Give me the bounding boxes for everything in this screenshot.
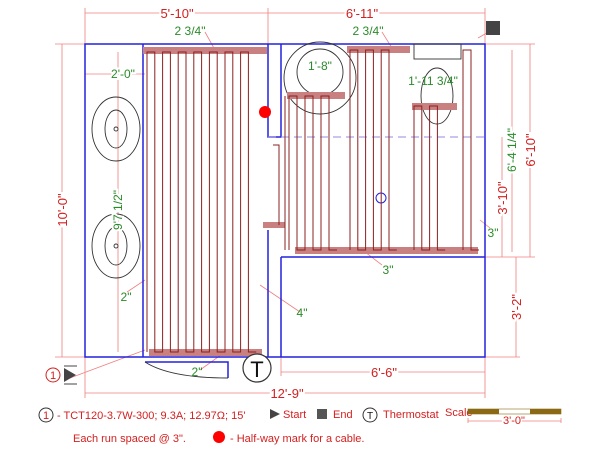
cable-run-right-b	[349, 49, 397, 251]
cable-end-bars	[143, 46, 478, 356]
sink-upper	[91, 96, 141, 162]
dim-right-bottom-gap: 3"	[383, 263, 394, 277]
dim-vanity-length: 9'7 1/2"	[111, 190, 125, 230]
dim-vanity-width: 2'-0"	[111, 67, 135, 81]
legend-cable-spec: - TCT120-3.7W-300; 9.3A; 12.97Ω; 15'	[57, 410, 245, 422]
bathtub-basin	[283, 41, 357, 115]
cable-run-center	[273, 96, 290, 250]
dim-left-side-gap: 2"	[121, 290, 132, 304]
spacing-note: Each run spaced @ 3".	[73, 433, 186, 445]
dim-left-width: 5'-10"	[160, 6, 194, 21]
cable-run-right-c	[413, 105, 446, 251]
dim-total-height: 10'-0"	[55, 193, 70, 227]
dim-right-width: 6'-11"	[346, 6, 379, 21]
halfway-mark-icon	[259, 106, 271, 118]
dim-toilet-clear: 1'-11 3/4"	[408, 74, 458, 88]
dim-right-top-gap: 2 3/4"	[353, 24, 384, 38]
dim-left-bottom-gap: 2"	[192, 365, 203, 379]
thermostat-symbol: T	[250, 357, 263, 382]
sink-lower	[91, 213, 141, 279]
dim-lower-right-height: 3'-2"	[509, 294, 524, 320]
dim-right-side-gap: 3"	[488, 226, 499, 240]
dim-left-top-gap: 2 3/4"	[175, 24, 206, 38]
cable-run-right-d	[462, 49, 479, 251]
dim-total-width: 12'-9"	[270, 386, 304, 401]
cable-start-marker: 1	[45, 365, 77, 385]
dim-right-total-height: 6'-10"	[523, 133, 538, 167]
legend-start-label: Start	[283, 409, 306, 421]
start-number: 1	[50, 370, 56, 382]
legend: 1 - TCT120-3.7W-300; 9.3A; 12.97Ω; 15' S…	[38, 407, 562, 445]
cable-end-icon	[486, 21, 500, 35]
dimension-labels: 5'-10" 6'-11" 2 3/4" 2 3/4" 2'-0" 10'-0"…	[53, 4, 540, 403]
legend-thermostat-label: Thermostat	[383, 409, 439, 421]
legend-cable-number: 1	[43, 410, 49, 422]
legend-end-label: End	[333, 409, 353, 421]
dim-right-upper-height: 3'-10"	[495, 181, 510, 215]
legend-scale-label: Scale	[445, 407, 473, 419]
thermostat[interactable]: T	[242, 353, 272, 383]
cable-run-right-a	[288, 95, 337, 251]
halfway-note: - Half-way mark for a cable.	[230, 433, 364, 445]
scale-bar	[467, 408, 562, 423]
dim-right-green-height: 6'-4 1/4"	[505, 128, 519, 172]
dim-center-gap: 4"	[297, 306, 308, 320]
dim-lower-right-width: 6'-6"	[371, 365, 397, 380]
heating-cable	[146, 49, 479, 353]
walls	[84, 43, 486, 378]
legend-halfway-icon	[213, 431, 225, 443]
start-icon	[64, 368, 76, 382]
legend-end-icon	[317, 409, 327, 419]
door-swing	[144, 361, 229, 379]
cable-run-left	[146, 51, 257, 353]
dim-tub-clear: 1'-8"	[308, 59, 332, 73]
legend-thermostat-icon: T	[367, 411, 373, 422]
legend-scale-value: 3'-0"	[503, 415, 525, 427]
legend-start-icon	[270, 409, 280, 419]
